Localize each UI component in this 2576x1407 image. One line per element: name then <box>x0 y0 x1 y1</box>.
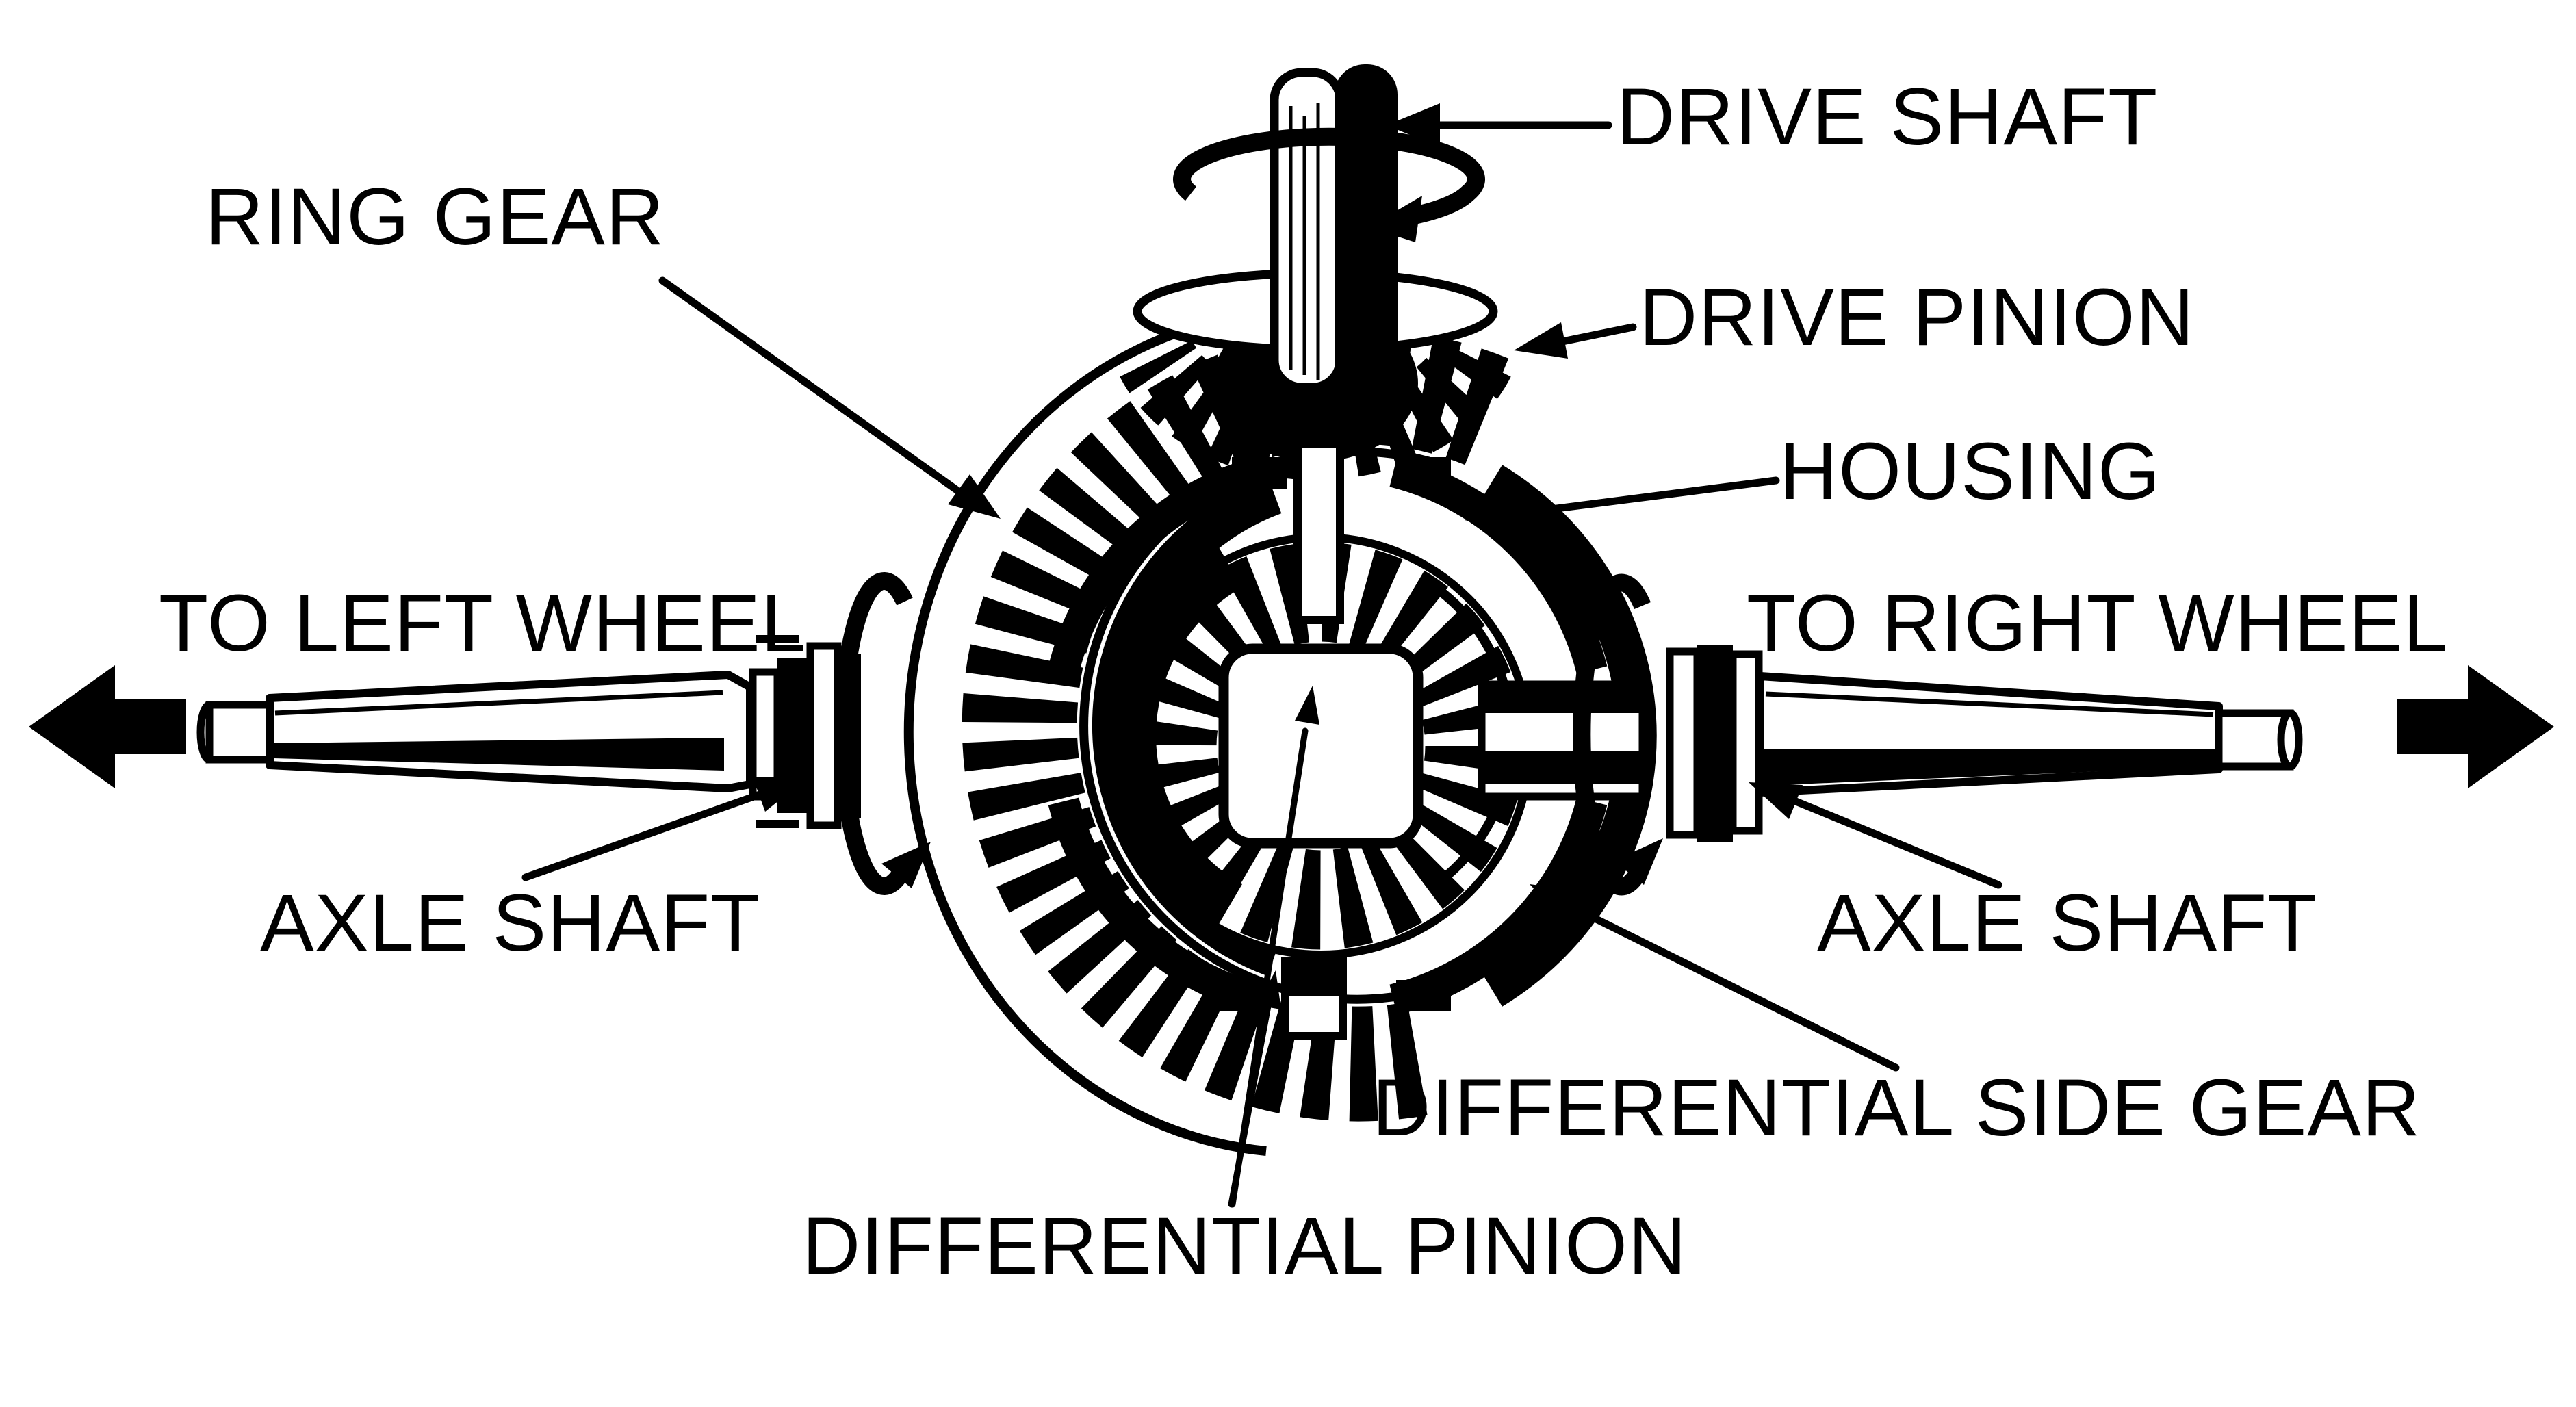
right-washer-2 <box>1697 645 1733 842</box>
label-housing: HOUSING <box>1779 426 2161 517</box>
side-gear-teeth <box>1117 542 1525 950</box>
side-gear-leader-line <box>1563 901 1900 1072</box>
pinion-shaft <box>1293 439 1344 624</box>
label-to-left-wheel: TO LEFT WHEEL <box>159 578 807 669</box>
ring-gear-blank-outline <box>903 311 1267 1156</box>
label-differential-side-gear: DIFFERENTIAL SIDE GEAR <box>1372 1063 2421 1153</box>
left-axle-shaft-leader-line <box>521 787 773 881</box>
left-hub-mark-bottom <box>756 820 799 828</box>
drive-shaft-rotation-arrowhead-icon <box>1369 196 1422 242</box>
right-washer-3 <box>1729 650 1763 835</box>
drive-pinion-leader-line <box>1548 323 1637 348</box>
housing-arc-top-left <box>1048 456 1266 674</box>
left-axle-cone <box>266 671 754 792</box>
label-drive-pinion: DRIVE PINION <box>1639 272 2195 363</box>
drive-shaft-rotation-arrow-icon <box>1173 127 1485 224</box>
drive-shaft-front-half <box>1270 68 1345 392</box>
right-hub-band-bottom <box>1482 751 1643 784</box>
housing-tab-bottom-left <box>1209 980 1263 1011</box>
lower-boss-collar <box>1281 957 1347 992</box>
right-axle-drawing <box>1478 573 2554 896</box>
leader-arrowheads <box>753 103 1803 1009</box>
diff-pinion-upper-arrowhead-icon <box>1295 686 1319 725</box>
right-axle-rotation-arrowhead-icon <box>1614 838 1663 885</box>
right-axle-shaft-arrowhead-icon <box>1749 782 1803 819</box>
drive-pinion-teeth <box>1120 339 1511 480</box>
drive-shaft-shading-lines <box>1289 103 1320 380</box>
left-axle-cone-shading <box>274 738 724 771</box>
housing-tab-bottom-right <box>1396 980 1451 1011</box>
leader-lines <box>521 121 2002 1208</box>
diff-pinion-leader-line-upper <box>1229 727 1309 1208</box>
housing-arrowhead-icon <box>1465 495 1518 532</box>
right-axle-rotation-arrow-icon <box>1573 573 1651 896</box>
left-axle-highlight-line <box>274 690 723 716</box>
label-ring-gear: RING GEAR <box>205 172 665 262</box>
left-hub-ring-3 <box>806 642 842 829</box>
right-axle-highlight-line <box>1765 691 2214 717</box>
left-axle-rotation-arrow-icon <box>834 572 913 895</box>
diff-pinion-lower-arrowhead-icon <box>1257 970 1281 1009</box>
left-axle-shaft-arrowhead-icon <box>753 777 808 812</box>
label-differential-pinion: DIFFERENTIAL PINION <box>802 1201 1688 1291</box>
left-axle-drawing <box>29 572 931 895</box>
left-axle-rotation-arrowhead-icon <box>881 842 931 888</box>
side-gear-square-bore <box>1218 643 1424 849</box>
drive-pinion-arrowhead-icon <box>1514 322 1568 359</box>
left-axle-stub <box>205 701 274 764</box>
label-to-right-wheel: TO RIGHT WHEEL <box>1747 578 2449 669</box>
drive-shaft-drawing <box>1173 64 1485 392</box>
side-gear-drawing <box>1095 533 1534 959</box>
right-axle-stub-end <box>2277 709 2303 771</box>
right-axle-shaft-leader-line <box>1783 794 2002 889</box>
lower-boss-stub <box>1281 988 1347 1040</box>
label-axle-shaft-left: AXLE SHAFT <box>260 878 761 968</box>
label-drive-shaft: DRIVE SHAFT <box>1617 72 2159 162</box>
drive-shaft-arrowhead-icon <box>1387 103 1440 147</box>
lower-pinion-boss-drawing <box>1281 957 1347 1040</box>
block-arrow-left-icon <box>29 665 186 788</box>
left-hub-mark-top <box>756 635 799 643</box>
side-gear-arrowhead-icon <box>1530 884 1584 924</box>
right-washer-1 <box>1666 647 1701 839</box>
label-axle-shaft-right: AXLE SHAFT <box>1817 878 2318 968</box>
ring-gear-leader-line <box>658 276 970 501</box>
right-axle-cone-shading <box>1764 749 2215 786</box>
side-gear-left-shading <box>1095 534 1242 937</box>
housing-leader-line <box>1504 476 1780 519</box>
right-hub-band-top <box>1482 687 1643 713</box>
block-arrow-right-icon <box>2397 665 2554 788</box>
ring-gear-arrowhead-icon <box>948 474 1001 519</box>
